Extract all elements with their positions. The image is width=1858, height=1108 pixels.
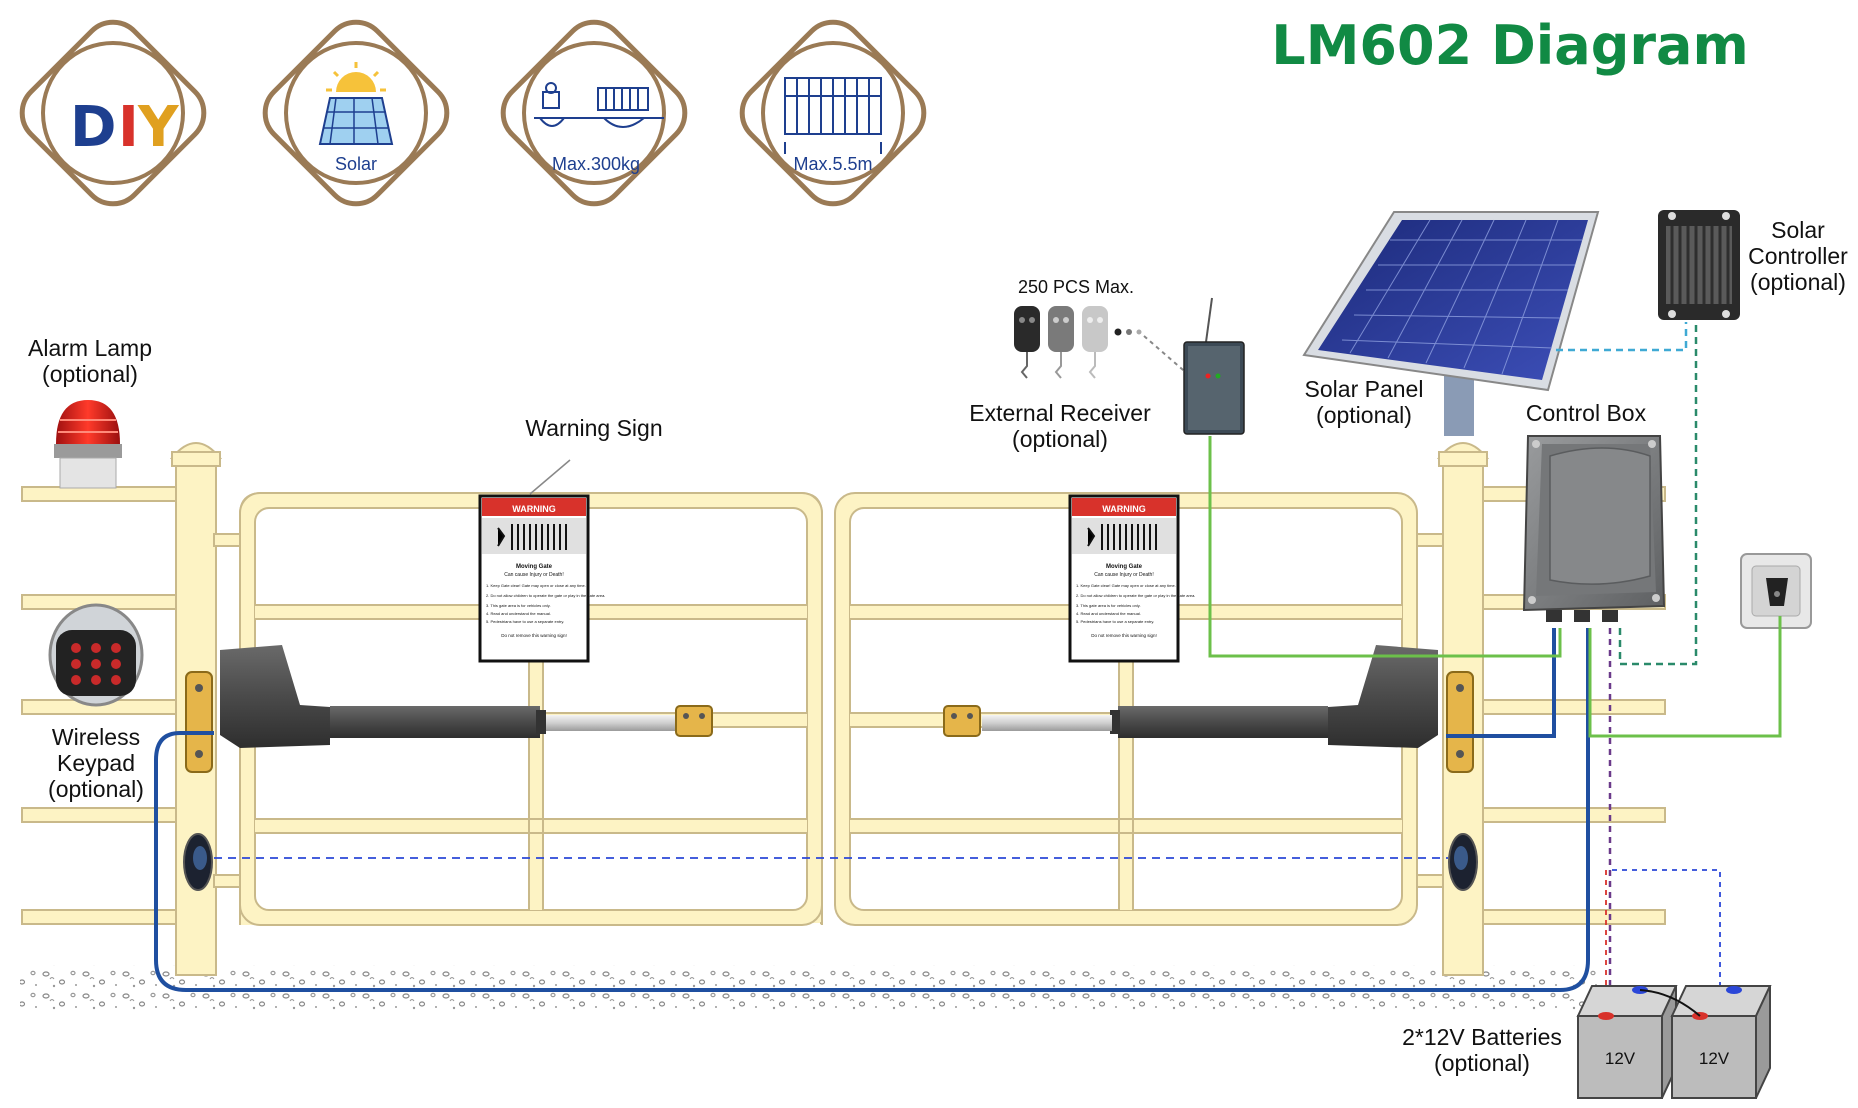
left-actuator-arm-icon: [185, 645, 713, 773]
battery-left-voltage: 12V: [1605, 1049, 1636, 1068]
warning-heading-right: Moving Gate: [1106, 564, 1143, 570]
keypad-icon: [48, 603, 144, 707]
svg-text:Solar Panel: Solar Panel: [1305, 376, 1424, 402]
wire-battery-negative: [1612, 869, 1721, 986]
warning-rule-right-4: 4. Read and understand the manual.: [1076, 611, 1141, 616]
warning-rule-left-5: 5. Pedestrians have to use a separate en…: [486, 619, 564, 624]
photocell-left-icon: [183, 833, 213, 891]
warning-sign-left: WARNING Moving Gate Can cause Injury or …: [478, 494, 605, 663]
solar-badge: Solar: [262, 19, 450, 207]
wire-solar-panel: [1556, 322, 1688, 352]
diy-letter-i: I: [118, 95, 139, 160]
warning-rule-right-2: 2. Do not allow children to operate the …: [1076, 593, 1195, 598]
svg-text:(optional): (optional): [1750, 269, 1846, 295]
warning-footer-right: Do not remove this warning sign!: [1091, 633, 1157, 638]
gravel-ground: [20, 965, 1600, 1010]
photocell-right-icon: [1448, 833, 1478, 891]
control-box-icon: [1522, 435, 1666, 622]
page-title: LM602 Diagram: [1271, 14, 1748, 77]
warning-subheading-right: Can cause Injury or Death!: [1094, 572, 1153, 578]
svg-text:Solar: Solar: [1771, 217, 1825, 243]
balance-scale-icon: [534, 82, 664, 128]
warning-rule-left-4: 4. Read and understand the manual.: [486, 611, 551, 616]
warning-footer-left: Do not remove this warning sign!: [501, 633, 567, 638]
receiver-icon: [1183, 297, 1245, 435]
solar-panel-icon: [1302, 211, 1600, 436]
wire-mains-power: [1588, 616, 1782, 738]
warning-rule-right-3: 3. This gate area is for vehicles only.: [1076, 603, 1141, 608]
solar-controller-label: Solar Controller (optional): [1748, 217, 1848, 295]
battery-left-icon: 12V: [1576, 985, 1678, 1099]
warning-header-right: WARNING: [1102, 504, 1146, 514]
length-badge-label: Max.5.5m: [793, 154, 872, 174]
solar-badge-label: Solar: [335, 154, 377, 174]
wire-solar-controller: [1618, 322, 1698, 666]
svg-text:Alarm Lamp: Alarm Lamp: [28, 335, 152, 361]
solar-controller-icon: [1658, 210, 1740, 320]
alarm-lamp-label: Alarm Lamp (optional): [28, 335, 152, 387]
battery-right-voltage: 12V: [1699, 1049, 1730, 1068]
solar-panel-label: Solar Panel (optional): [1305, 376, 1424, 428]
svg-text:Controller: Controller: [1748, 243, 1848, 269]
sun-icon: [326, 62, 386, 92]
svg-text:2*12V Batteries: 2*12V Batteries: [1402, 1024, 1562, 1050]
svg-text:(optional): (optional): [1316, 402, 1412, 428]
power-socket-icon: [1740, 553, 1812, 629]
warning-rule-left-2: 2. Do not allow children to operate the …: [486, 593, 605, 598]
warning-header-left: WARNING: [512, 504, 556, 514]
svg-text:Keypad: Keypad: [57, 750, 135, 776]
warning-subheading-left: Can cause Injury or Death!: [504, 572, 563, 578]
diy-letter-y: Y: [137, 95, 180, 160]
svg-text:(optional): (optional): [42, 361, 138, 387]
alarm-lamp-icon: [54, 400, 122, 489]
external-receiver-label: External Receiver (optional): [969, 400, 1151, 452]
warning-heading-left: Moving Gate: [516, 564, 553, 570]
fence-rails: [21, 486, 1666, 925]
weight-badge-label: Max.300kg: [552, 154, 640, 174]
batteries-label: 2*12V Batteries (optional): [1402, 1024, 1562, 1076]
length-badge: Max.5.5m: [739, 19, 927, 207]
warning-sign-right: WARNING Moving Gate Can cause Injury or …: [1068, 494, 1195, 663]
warning-sign-label: Warning Sign: [525, 415, 662, 441]
solar-panel-badge-icon: [318, 97, 394, 145]
warning-sign-leader: [529, 459, 571, 495]
right-actuator-arm-icon: [943, 645, 1474, 773]
svg-text:(optional): (optional): [1012, 426, 1108, 452]
svg-text:External Receiver: External Receiver: [969, 400, 1151, 426]
diy-badge: D I Y: [19, 19, 207, 207]
gate-pictogram-icon: [1087, 524, 1157, 550]
warning-rule-left-1: 1. Keep Gate clear! Gate may open or clo…: [486, 583, 586, 588]
warning-rule-left-3: 3. This gate area is for vehicles only.: [486, 603, 551, 608]
svg-text:(optional): (optional): [1434, 1050, 1530, 1076]
remote-fob-icon: [1014, 306, 1142, 379]
wire-left-motor: [154, 628, 1590, 992]
weight-badge: Max.300kg: [500, 19, 688, 207]
warning-rule-right-5: 5. Pedestrians have to use a separate en…: [1076, 619, 1154, 624]
remotes-max-label: 250 PCS Max.: [1018, 277, 1134, 297]
battery-link-cable: [1639, 989, 1701, 1017]
gate-pictogram-icon: [497, 524, 567, 550]
gate-grid-icon: [784, 77, 882, 154]
control-box-label: Control Box: [1526, 400, 1647, 426]
wire-receiver: [1208, 436, 1562, 658]
wireless-keypad-label: Wireless Keypad (optional): [48, 724, 144, 802]
svg-text:Wireless: Wireless: [52, 724, 140, 750]
battery-right-icon: 12V: [1670, 985, 1772, 1099]
diy-letter-d: D: [70, 95, 116, 160]
wire-right-motor: [1446, 628, 1556, 738]
warning-rule-right-1: 1. Keep Gate clear! Gate may open or clo…: [1076, 583, 1176, 588]
svg-text:(optional): (optional): [48, 776, 144, 802]
remote-link-dashed: [1143, 335, 1191, 377]
